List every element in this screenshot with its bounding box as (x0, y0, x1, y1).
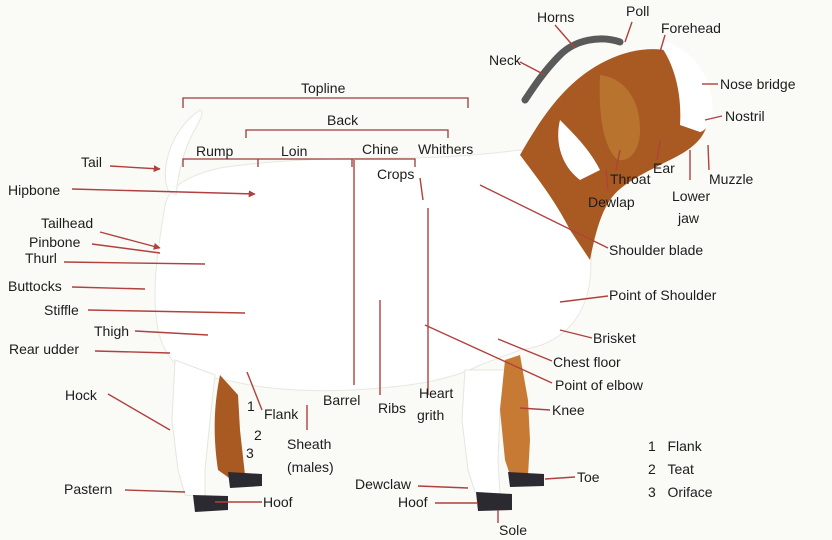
label-topline: Topline (301, 80, 345, 96)
label-num-1: 1 (247, 398, 255, 414)
label-num-2: 2 (254, 427, 262, 443)
label-lower-jaw-2: jaw (678, 210, 699, 226)
label-thurl: Thurl (25, 250, 57, 266)
label-ribs: Ribs (378, 400, 406, 416)
label-muzzle: Muzzle (709, 171, 753, 187)
label-hipbone: Hipbone (8, 182, 60, 198)
label-tailhead: Tailhead (41, 215, 93, 231)
label-lower-jaw: Lower (672, 188, 710, 204)
label-hoof-front: Hoof (398, 494, 428, 510)
label-neck: Neck (489, 52, 521, 68)
label-throat: Throat (610, 171, 650, 187)
label-sheath: Sheath (287, 436, 331, 452)
label-point-of-elbow: Point of elbow (555, 377, 643, 393)
label-num-3: 3 (246, 445, 254, 461)
label-heart-grith: grith (417, 407, 444, 423)
label-knee: Knee (552, 402, 585, 418)
label-buttocks: Buttocks (8, 278, 62, 294)
legend-num: 3 (648, 484, 656, 500)
label-poll: Poll (626, 3, 649, 19)
legend-text: Flank (667, 438, 701, 454)
label-tail: Tail (81, 154, 102, 170)
label-hoof-rear: Hoof (263, 494, 293, 510)
label-chine: Chine (362, 141, 399, 157)
label-hock: Hock (65, 387, 97, 403)
label-nostril: Nostril (725, 108, 765, 124)
legend-num: 2 (648, 461, 656, 477)
label-sheath-males: (males) (287, 459, 334, 475)
label-sole: Sole (499, 522, 527, 538)
label-rump: Rump (196, 143, 233, 159)
label-rear-udder: Rear udder (9, 341, 79, 357)
label-dewclaw: Dewclaw (355, 476, 411, 492)
label-pinbone: Pinbone (29, 234, 80, 250)
legend-item-1: 1 Flank (648, 438, 702, 454)
label-chest-floor: Chest floor (553, 354, 621, 370)
label-thigh: Thigh (94, 323, 129, 339)
label-ear: Ear (653, 160, 675, 176)
legend-item-3: 3 Oriface (648, 484, 713, 500)
legend-text: Teat (667, 461, 693, 477)
label-crops: Crops (377, 166, 414, 182)
legend-item-2: 2 Teat (648, 461, 694, 477)
label-barrel: Barrel (323, 392, 360, 408)
label-shoulder-blade: Shoulder blade (609, 242, 703, 258)
legend-num: 1 (648, 438, 656, 454)
label-stiffle: Stiffle (44, 302, 79, 318)
label-brisket: Brisket (593, 330, 636, 346)
label-heart: Heart (419, 385, 453, 401)
label-forehead: Forehead (661, 20, 721, 36)
label-flank: Flank (264, 406, 298, 422)
label-toe: Toe (577, 469, 600, 485)
label-horns: Horns (537, 9, 574, 25)
label-pastern: Pastern (64, 481, 112, 497)
legend-text: Oriface (667, 484, 712, 500)
label-nose-bridge: Nose bridge (720, 76, 796, 92)
label-loin: Loin (281, 143, 307, 159)
label-back: Back (327, 112, 358, 128)
label-point-of-shoulder: Point of Shoulder (609, 287, 716, 303)
label-withers: Whithers (418, 141, 473, 157)
label-dewlap: Dewlap (588, 194, 635, 210)
